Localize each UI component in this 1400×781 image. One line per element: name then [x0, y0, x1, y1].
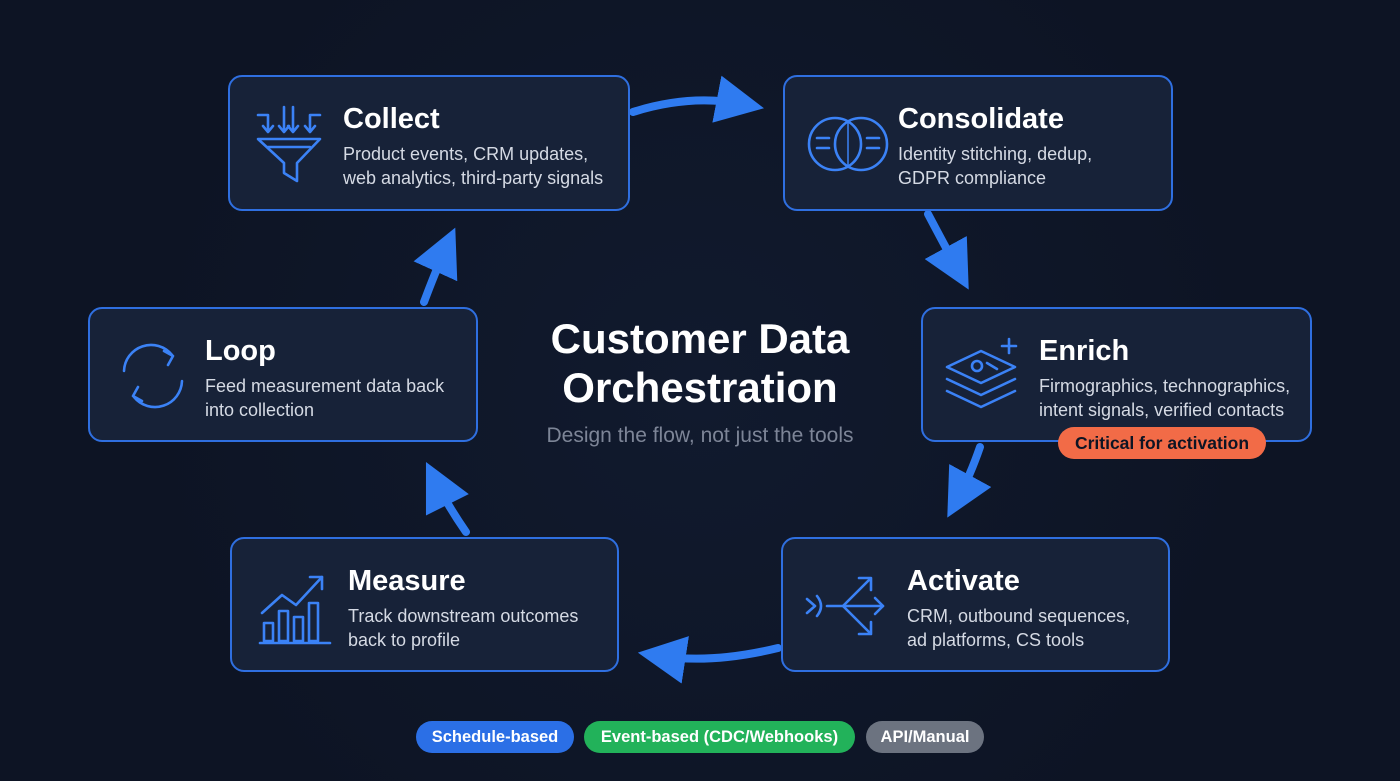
bar-chart-trend-icon	[258, 575, 332, 645]
step-desc-loop: Feed measurement data back into collecti…	[205, 376, 445, 420]
arrow-enrich-to-activate	[947, 443, 992, 518]
step-title-measure: Measure	[348, 565, 466, 597]
split-arrows-icon	[805, 576, 885, 636]
arrow-collect-to-consolidate	[629, 75, 764, 123]
diagram-title: Customer Data Orchestration	[550, 315, 850, 411]
step-desc-collect: Product events, CRM updates, web analyti…	[343, 144, 604, 188]
legend-api-manual: API/Manual	[866, 721, 984, 753]
overlapping-circles-icon	[807, 116, 889, 172]
step-title-collect: Collect	[343, 103, 440, 135]
refresh-icon	[122, 343, 184, 409]
step-card-collect: Collect Product events, CRM updates, web…	[228, 75, 630, 211]
step-desc-measure: Track downstream outcomes back to profil…	[348, 606, 579, 650]
diagram-subtitle: Design the flow, not just the tools	[546, 424, 854, 447]
legend-schedule-based: Schedule-based	[416, 721, 574, 753]
critical-badge: Critical for activation	[1058, 427, 1266, 459]
step-title-enrich: Enrich	[1039, 335, 1130, 367]
step-card-enrich: Enrich Firmographics, technographics, in…	[921, 307, 1312, 442]
step-title-activate: Activate	[907, 565, 1020, 597]
arrow-activate-to-measure	[637, 636, 782, 684]
legend-event-based: Event-based (CDC/Webhooks)	[584, 721, 855, 753]
arrow-loop-to-collect	[413, 227, 458, 306]
arrow-consolidate-to-enrich	[924, 210, 969, 290]
step-desc-activate: CRM, outbound sequences, ad platforms, C…	[907, 606, 1131, 650]
step-title-loop: Loop	[205, 335, 276, 367]
step-card-consolidate: Consolidate Identity stitching, dedup, G…	[783, 75, 1173, 211]
step-desc-consolidate: Identity stitching, dedup, GDPR complian…	[898, 144, 1093, 188]
step-card-measure: Measure Track downstream outcomes back t…	[230, 537, 619, 672]
step-desc-enrich: Firmographics, technographics, intent si…	[1039, 376, 1291, 420]
step-card-activate: Activate CRM, outbound sequences, ad pla…	[781, 537, 1170, 672]
layers-plus-icon	[945, 337, 1018, 409]
step-title-consolidate: Consolidate	[898, 103, 1064, 135]
arrow-measure-to-loop	[425, 461, 470, 536]
funnel-icon	[256, 105, 322, 183]
step-card-loop: Loop Feed measurement data back into col…	[88, 307, 478, 442]
